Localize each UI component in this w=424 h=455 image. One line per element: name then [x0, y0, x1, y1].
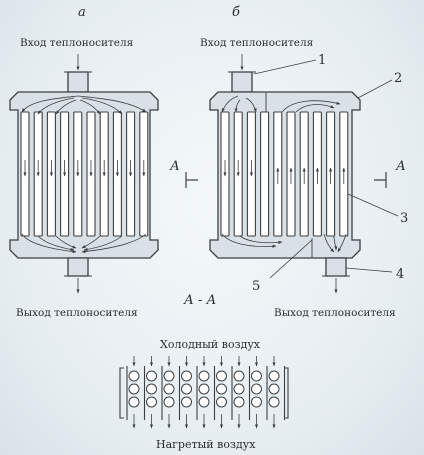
tube-section: [163, 396, 175, 408]
outlet-label-a: Выход теплоносителя: [16, 307, 138, 319]
shell-b: [209, 91, 361, 259]
inlet-pipe-b: [231, 71, 253, 93]
callout-2: 2: [394, 71, 402, 86]
shell-a: [9, 91, 159, 259]
tube-section: [268, 396, 280, 408]
tube-section: [181, 370, 192, 382]
tube-section: [233, 383, 245, 395]
inlet-label-a: Вход теплоносителя: [20, 37, 134, 49]
section-mark-left: А: [169, 159, 180, 174]
tube-section: [146, 396, 157, 408]
heated-air-label: Нагретый воздух: [156, 438, 256, 451]
tube-section: [233, 396, 245, 408]
callout-1: 1: [318, 53, 326, 68]
outlet-pipe-b: [325, 257, 347, 277]
callout-2-leader: [357, 79, 393, 99]
tube-section: [251, 383, 262, 395]
section-bracket-right: [284, 367, 289, 419]
callout-3: 3: [400, 211, 408, 226]
inlet-label-b: Вход теплоносителя: [200, 37, 314, 49]
cold-air-label: Холодный воздух: [160, 338, 261, 351]
panel-a: а Вход теплоносителя: [9, 5, 159, 319]
tube-section: [251, 396, 262, 408]
tube-section: [198, 370, 210, 382]
tube: [260, 111, 270, 237]
panel-b-letter: б: [232, 5, 240, 20]
panel-a-letter: а: [78, 5, 86, 20]
tube-section: [268, 383, 280, 395]
tube-section: [181, 383, 192, 395]
tube-section: [233, 370, 245, 382]
tube-section: [216, 383, 227, 395]
inlet-pipe-a: [67, 71, 89, 93]
outlet-pipe-a: [67, 257, 89, 277]
tube-section: [146, 383, 157, 395]
tube-section: [198, 383, 210, 395]
tube-section: [128, 383, 140, 395]
flow-lines-a: [21, 95, 147, 254]
tube-section: [181, 396, 192, 408]
callout-5: 5: [252, 279, 260, 294]
tube-section: [163, 370, 175, 382]
tube-section: [251, 370, 262, 382]
tube-section: [216, 370, 227, 382]
section-grid: [126, 356, 286, 429]
outlet-label-b: Выход теплоносителя: [274, 307, 396, 319]
tube-section: [198, 396, 210, 408]
tube-section: [128, 370, 140, 382]
tubes-a: [20, 111, 149, 237]
section-bracket-left: [119, 367, 124, 419]
tube-section: [163, 383, 175, 395]
tube-section: [216, 396, 227, 408]
callout-5-leader: [269, 239, 313, 279]
callout-1-leader: [253, 59, 317, 75]
section-title: А - А: [183, 293, 216, 308]
flow-lines-b: [221, 95, 347, 253]
tube-section: [128, 396, 140, 408]
callout-4-leader: [345, 267, 393, 273]
tube-section: [146, 370, 157, 382]
section-mark-right: А: [395, 159, 406, 174]
section-a-a: А - А Холодный воздух Нагретый воздух: [119, 293, 289, 451]
callout-3-leader: [347, 193, 399, 217]
tubes-b: [220, 111, 349, 237]
panel-b: б Вход теплоносителя Выход тепл: [169, 5, 408, 319]
tube-section: [268, 370, 280, 382]
callout-4: 4: [396, 267, 404, 282]
